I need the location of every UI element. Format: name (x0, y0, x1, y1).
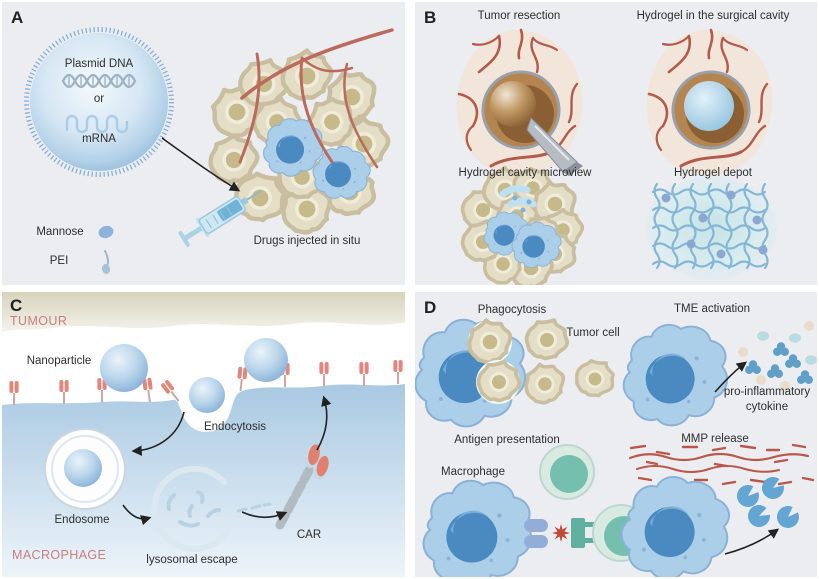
endosome-illustration (44, 428, 126, 510)
blood-vessels (238, 28, 394, 169)
panel-letter: D (424, 298, 437, 317)
antigen-presentation-illustration (422, 444, 650, 577)
tme-activation-illustration (622, 321, 817, 427)
macrophage-label: Macrophage (441, 466, 505, 478)
ecm-fiber-icon (628, 443, 815, 486)
hydrogel-mesh-icon (651, 182, 769, 270)
endosome-label: Endosome (54, 514, 110, 526)
mmp-enzyme-icon (735, 476, 801, 530)
tumor-resection-label: Tumor resection (477, 10, 561, 22)
cytokine-dots-icon (738, 321, 817, 391)
mrna-label: mRNA (82, 133, 116, 145)
antigen-presentation-label: Antigen presentation (454, 434, 560, 446)
panel-a: A Plasmid DNA or mRNA Mannose PEI Drugs … (2, 2, 405, 285)
tumor-resection-illustration (455, 28, 584, 177)
scalpel-icon (526, 117, 583, 176)
drugs-injected-label: Drugs injected in situ (253, 235, 361, 247)
nanoparticle-sphere-icon (100, 344, 148, 392)
pro-inflammatory-label: pro-inflammatory (723, 386, 811, 398)
phagocytosis-illustration (415, 311, 624, 428)
dna-helix-icon (61, 73, 137, 89)
panel-a-graphics (24, 27, 394, 274)
pei-label: PEI (49, 255, 69, 267)
panel-c: C TUMOUR Nanoparticle Endocytosis Endoso… (2, 292, 405, 577)
phagocytosis-label: Phagocytosis (477, 304, 547, 316)
syringe-icon (178, 189, 262, 247)
arrow-to-syringe (161, 137, 241, 192)
tumor-cell-label: Tumor cell (566, 327, 620, 339)
hydrogel-surgical-cavity-label: Hydrogel in the surgical cavity (636, 10, 790, 22)
plasmid-dna-label: Plasmid DNA (64, 58, 134, 70)
tme-activation-label: TME activation (673, 303, 751, 315)
cytokine-label: cytokine (745, 401, 789, 413)
hydrogel-depot-illustration (645, 176, 777, 280)
hydrogel-cavity-microview-label: Hydrogel cavity microview (458, 167, 592, 179)
hydrogel-patch (499, 185, 537, 208)
panel-d: D Phagocytosis Tumor cell TME activation… (415, 292, 817, 577)
hydrogel-blob (684, 81, 734, 131)
antigen-complex (524, 518, 595, 548)
panel-b: B Tumor resection Hydrogel in the surgic… (415, 2, 817, 285)
car-label: CAR (296, 529, 322, 541)
tumour-label: TUMOUR (10, 314, 68, 328)
encapsulated-cells (661, 190, 768, 259)
panel-letter: A (11, 8, 24, 27)
t-cell-icon (539, 444, 595, 500)
mrna-strand-icon (65, 114, 129, 134)
microview-illustration (455, 158, 585, 285)
hydrogel-depot-label: Hydrogel depot (674, 167, 752, 179)
panel-b-graphics (455, 28, 777, 285)
lysosome-illustration (151, 465, 272, 552)
mmp-release-label: MMP release (681, 433, 749, 445)
nanoparticle-sphere-icon (189, 377, 225, 413)
panel-d-graphics (415, 311, 817, 577)
tumor-cell-icon (519, 357, 571, 409)
tumour-band (2, 292, 405, 332)
panel-letter: B (424, 8, 437, 27)
mmp-release-illustration (615, 443, 815, 577)
nanoparticle-label: Nanoparticle (26, 355, 92, 367)
endocytosis-label: Endocytosis (203, 421, 267, 433)
macrophage-label: MACROPHAGE (12, 548, 107, 562)
panel-c-graphics (2, 292, 405, 577)
mannose-label: Mannose (36, 226, 84, 238)
nanoparticle-vesicle (24, 27, 174, 177)
lysosomal-escape-label: lysosomal escape (146, 554, 238, 566)
tumor-cell-icon (568, 350, 624, 406)
nanoparticle-sphere-icon (244, 338, 288, 382)
pei-icon (101, 250, 111, 274)
process-arrows (122, 395, 332, 526)
hydrogel-cavity-illustration (645, 28, 774, 177)
or-label: or (93, 93, 105, 105)
panel-letter: C (10, 296, 23, 315)
mannose-icon (98, 225, 114, 239)
